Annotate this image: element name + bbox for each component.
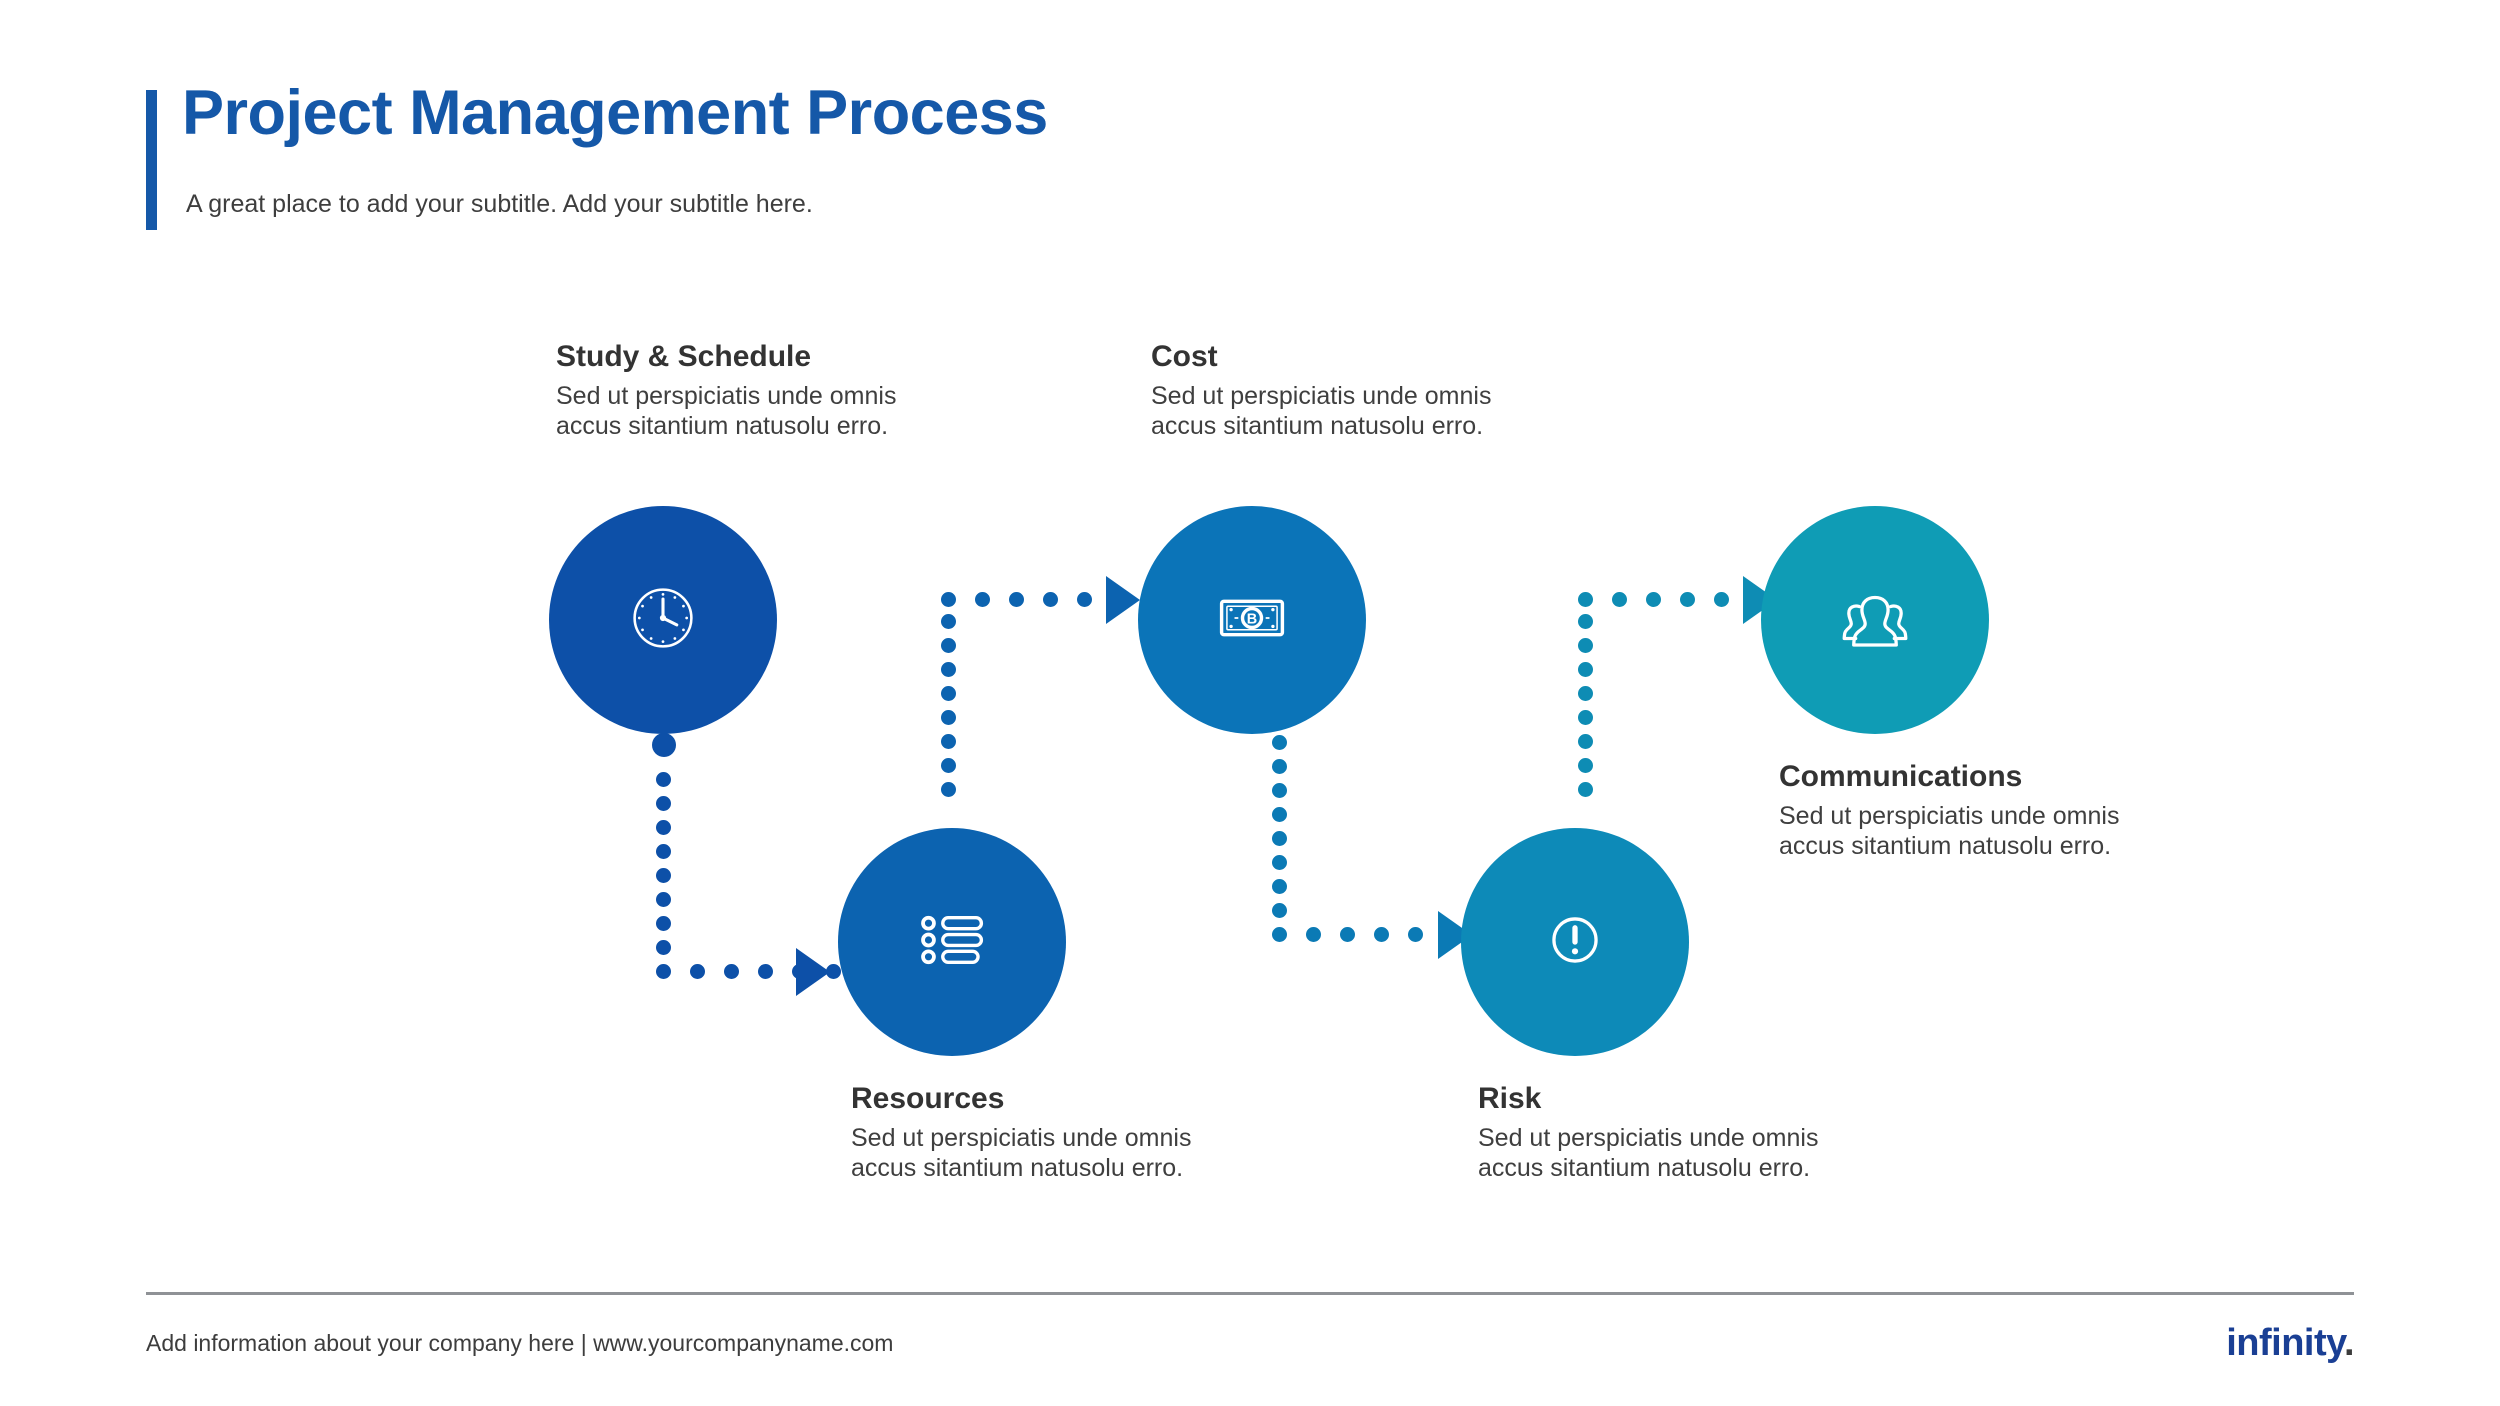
connector-dot: [758, 964, 773, 979]
node-label-cost: Cost Sed ut perspiciatis unde omnis accu…: [1151, 340, 1601, 442]
connector-dot: [656, 772, 671, 787]
connector-dot: [1340, 927, 1355, 942]
node-description: Sed ut perspiciatis unde omnis accus sit…: [851, 1123, 1192, 1183]
brand-logo: infinity.: [2226, 1322, 2354, 1365]
connector-dot: [1374, 927, 1389, 942]
node-description: Sed ut perspiciatis unde omnis accus sit…: [1779, 801, 2120, 861]
arrowhead-icon: [1106, 576, 1140, 624]
connector-dot: [1272, 807, 1287, 822]
warning-exclamation-icon: [1536, 901, 1614, 984]
connector-dot: [656, 796, 671, 811]
connector-dot: [656, 844, 671, 859]
connector-dot: [1578, 782, 1593, 797]
connector-dot: [1578, 662, 1593, 677]
connector-dot: [1077, 592, 1092, 607]
connector-dot: [690, 964, 705, 979]
connector-dot: [1714, 592, 1729, 607]
people-group-icon: [1830, 573, 1920, 668]
connector-dot: [941, 592, 956, 607]
node-label-communications: Communications Sed ut perspiciatis unde …: [1779, 760, 2249, 862]
banknote-bitcoin-icon: B: [1214, 580, 1290, 661]
clock-icon: [620, 575, 706, 666]
connector-dot: [656, 868, 671, 883]
brand-logo-word: infinity: [2226, 1322, 2344, 1364]
connector-dot: [1272, 759, 1287, 774]
node-circle-study-schedule[interactable]: [549, 506, 777, 734]
connector-dot: [1272, 879, 1287, 894]
node-label-risk: Risk Sed ut perspiciatis unde omnis accu…: [1478, 1082, 1928, 1184]
footer-company-info: Add information about your company here …: [146, 1330, 894, 1356]
title-accent-bar: [146, 90, 157, 230]
arrowhead-icon: [796, 948, 830, 996]
connector-dot: [1578, 758, 1593, 773]
node-title: Resources: [851, 1082, 1005, 1115]
connector-dot: [941, 734, 956, 749]
connector-dot: [656, 940, 671, 955]
page-title: Project Management Process: [182, 78, 1048, 148]
connector-dot: [1272, 903, 1287, 918]
node-description: Sed ut perspiciatis unde omnis accus sit…: [556, 381, 897, 441]
connector-dot: [1578, 710, 1593, 725]
connector-dot: [1612, 592, 1627, 607]
node-label-study-schedule: Study & Schedule Sed ut perspiciatis und…: [556, 340, 1006, 442]
svg-text:B: B: [1247, 611, 1257, 627]
connector-dot: [656, 916, 671, 931]
node-description: Sed ut perspiciatis unde omnis accus sit…: [1478, 1123, 1819, 1183]
connector-dot: [1272, 831, 1287, 846]
node-description: Sed ut perspiciatis unde omnis accus sit…: [1151, 381, 1492, 441]
connector-dot: [1680, 592, 1695, 607]
connector-dot: [1272, 735, 1287, 750]
node-title: Cost: [1151, 340, 1218, 373]
connector-dot: [941, 758, 956, 773]
connector-dot: [1646, 592, 1661, 607]
connector-dot: [1578, 638, 1593, 653]
page-subtitle: A great place to add your subtitle. Add …: [186, 190, 813, 218]
connector-dot: [941, 686, 956, 701]
connector-dot: [1043, 592, 1058, 607]
connector-dot: [656, 964, 671, 979]
connector-dot: [941, 614, 956, 629]
connector-dot: [1009, 592, 1024, 607]
node-circle-communications[interactable]: [1761, 506, 1989, 734]
connector-dot: [941, 782, 956, 797]
node-circle-risk[interactable]: [1461, 828, 1689, 1056]
connector-start-dot: [652, 733, 676, 757]
connector-dot: [1272, 783, 1287, 798]
node-title: Risk: [1478, 1082, 1542, 1115]
connector-dot: [656, 892, 671, 907]
connector-dot: [1578, 734, 1593, 749]
connector-dot: [1272, 927, 1287, 942]
connector-dot: [941, 662, 956, 677]
connector-dot: [1578, 614, 1593, 629]
connector-dot: [941, 638, 956, 653]
node-title: Study & Schedule: [556, 340, 812, 373]
connector-dot: [1272, 855, 1287, 870]
connector-dot: [1408, 927, 1423, 942]
connector-dot: [1578, 686, 1593, 701]
connector-dot: [941, 710, 956, 725]
connector-dot: [1306, 927, 1321, 942]
brand-logo-dot: .: [2343, 1322, 2355, 1364]
footer-divider: [146, 1292, 2354, 1295]
connector-dot: [656, 820, 671, 835]
node-title: Communications: [1779, 760, 2023, 793]
connector-dot: [975, 592, 990, 607]
node-circle-cost[interactable]: B: [1138, 506, 1366, 734]
bulleted-list-icon: [910, 898, 994, 987]
node-circle-resources[interactable]: [838, 828, 1066, 1056]
connector-dot: [724, 964, 739, 979]
connector-dot: [1578, 592, 1593, 607]
node-label-resources: Resources Sed ut perspiciatis unde omnis…: [851, 1082, 1301, 1184]
